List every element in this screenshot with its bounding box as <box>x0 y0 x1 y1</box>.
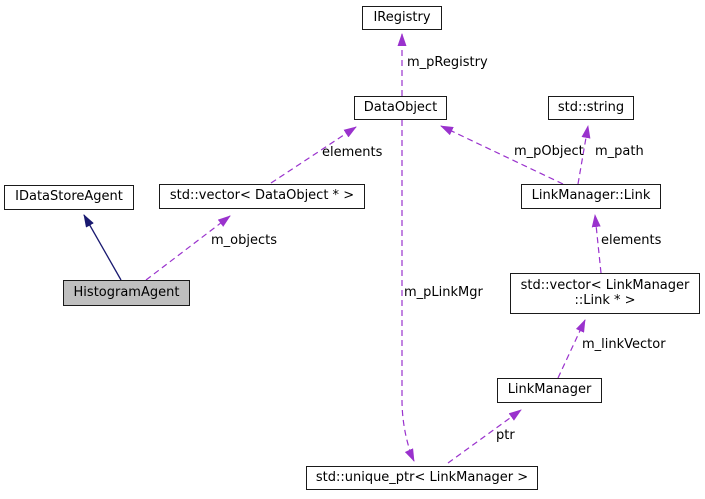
class-node-std-string[interactable]: std::string <box>548 96 634 120</box>
edge-label-m-path: m_path <box>595 144 644 159</box>
class-node-vector-dataobject[interactable]: std::vector< DataObject * > <box>159 184 365 209</box>
edge-m-objects <box>145 215 231 281</box>
class-node-linkmanager-link[interactable]: LinkManager::Link <box>521 184 661 209</box>
edge-inheritance-idatastoreagent <box>83 214 122 281</box>
node-label-line1: std::vector< LinkManager <box>520 277 690 293</box>
class-node-idatastoreagent[interactable]: IDataStoreAgent <box>4 185 134 210</box>
edge-label-m-pregistry: m_pRegistry <box>407 55 488 70</box>
edge-m-plinkmgr <box>401 120 415 462</box>
edge-label-m-linkvector: m_linkVector <box>582 337 666 352</box>
edge-label-elements-right: elements <box>601 233 662 248</box>
class-node-vector-linkmanager-link[interactable]: std::vector< LinkManager ::Link * > <box>510 273 700 314</box>
class-node-dataobject[interactable]: DataObject <box>354 96 447 120</box>
edge-label-m-objects: m_objects <box>211 233 277 248</box>
edge-elements-left <box>270 126 357 184</box>
class-node-linkmanager[interactable]: LinkManager <box>497 378 602 403</box>
edge-label-ptr: ptr <box>496 428 515 443</box>
edge-label-m-plinkmgr: m_pLinkMgr <box>404 285 483 300</box>
edge-label-m-pobject: m_pObject <box>514 144 584 159</box>
class-node-histogramagent-main: HistogramAgent <box>63 280 190 306</box>
class-node-iregistry[interactable]: IRegistry <box>362 6 442 30</box>
edge-label-elements-left: elements <box>322 145 383 160</box>
class-node-unique-ptr-linkmanager[interactable]: std::unique_ptr< LinkManager > <box>306 466 538 490</box>
edge-ptr <box>447 409 522 464</box>
edge-m-linkvector <box>557 319 586 379</box>
node-label-line2: ::Link * > <box>574 292 636 308</box>
edge-m-pobject <box>440 125 564 185</box>
